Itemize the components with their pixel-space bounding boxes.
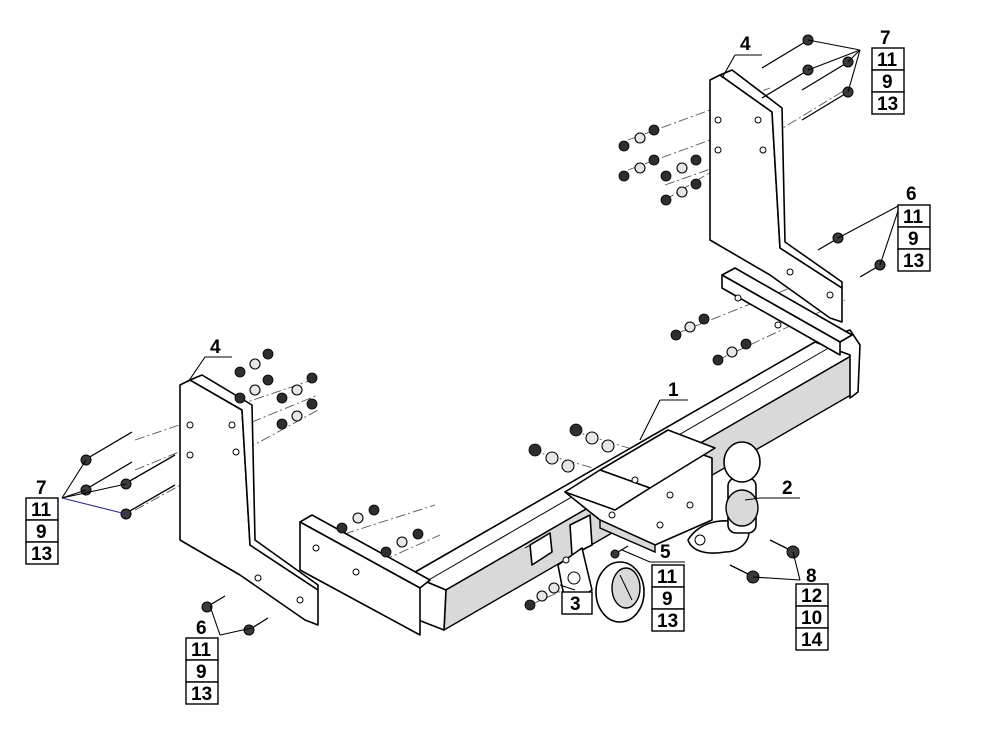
- stack-item: 11: [31, 500, 52, 521]
- callout-6-left: 6: [196, 618, 207, 639]
- stack-item: 13: [877, 94, 898, 115]
- callout-4-left: 4: [210, 337, 221, 358]
- right-bracket: [709, 69, 853, 356]
- bolt: [801, 86, 854, 121]
- stack-item: 9: [882, 72, 893, 93]
- callouts: 1 2 4 4 5 6 6 7 7 8: [36, 28, 917, 639]
- bolt: [80, 461, 133, 496]
- stack-item: 9: [196, 662, 207, 683]
- stack-item: 10: [801, 608, 822, 629]
- callout-3-box: 3: [561, 591, 593, 615]
- stack-right-mid: 11 9 13: [897, 204, 931, 272]
- stack-item: 9: [662, 589, 673, 610]
- callout-4-right: 4: [740, 34, 751, 55]
- bolt: [610, 545, 629, 559]
- stack-left-top: 11 9 13: [25, 497, 59, 565]
- bolt: [729, 564, 760, 584]
- stack-item: 11: [657, 567, 678, 588]
- bolt: [761, 64, 814, 99]
- bolt: [201, 595, 226, 613]
- callout-2: 2: [782, 478, 793, 499]
- callout-3: 3: [570, 594, 581, 615]
- stack-left-bottom: 11 9 13: [185, 637, 219, 705]
- stack-item: 13: [31, 544, 52, 565]
- callout-5: 5: [660, 542, 671, 563]
- nuts-washers: [234, 124, 752, 611]
- stack-item: 14: [801, 630, 823, 651]
- callout-7-right: 7: [880, 28, 891, 49]
- stack-item: 12: [801, 586, 822, 607]
- callout-6-right: 6: [906, 184, 917, 205]
- stack-item: 11: [191, 640, 212, 661]
- stack-center: 11 9 13: [651, 564, 685, 632]
- stack-ball-bolts: 12 10 14: [795, 583, 829, 651]
- stack-item: 13: [191, 684, 212, 705]
- stack-item: 13: [903, 251, 924, 272]
- stack-item: 11: [903, 207, 924, 228]
- tow-ball: [687, 441, 761, 554]
- bolt: [120, 454, 176, 490]
- stack-item: 9: [908, 229, 919, 250]
- stack-item: 11: [877, 50, 898, 71]
- stack-item: 9: [36, 522, 47, 543]
- leader-lines: [61, 39, 901, 636]
- bolt: [80, 431, 133, 466]
- bolt: [817, 232, 844, 251]
- stack-item: 13: [657, 611, 678, 632]
- stack-right-top: 11 9 13: [871, 47, 905, 115]
- callout-1: 1: [668, 380, 679, 401]
- callout-7-left: 7: [36, 478, 47, 499]
- bolt: [769, 539, 800, 559]
- bolt: [120, 484, 176, 520]
- bolt: [761, 34, 814, 69]
- hitch-housing: [564, 429, 716, 556]
- callout-8: 8: [806, 566, 817, 587]
- bolt: [243, 617, 269, 636]
- left-bracket: [179, 374, 431, 636]
